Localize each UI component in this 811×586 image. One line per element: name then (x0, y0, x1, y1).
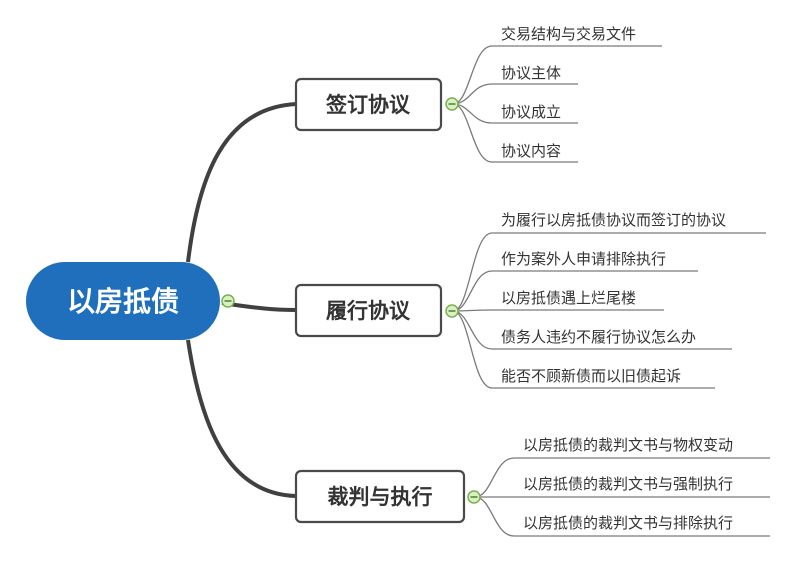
leaf-topic[interactable]: 以房抵债遇上烂尾楼 (501, 289, 636, 307)
leaf-connector (452, 310, 715, 389)
leaf-topic[interactable]: 能否不顾新债而以旧债起诉 (501, 367, 681, 385)
branch-topic-3[interactable]: 裁判与执行 (294, 469, 466, 524)
leaf-topic[interactable]: 以房抵债的裁判文书与强制执行 (523, 475, 733, 493)
branch-topic-label: 裁判与执行 (328, 485, 433, 509)
leaf-topic[interactable]: 协议主体 (501, 64, 561, 82)
branch-topic-2[interactable]: 履行协议 (294, 283, 443, 338)
branch-topic-1[interactable]: 签订协议 (294, 77, 443, 132)
connector-branch-1 (186, 102, 297, 263)
leaf-topic[interactable]: 协议成立 (501, 103, 561, 121)
central-topic-label: 以房抵债 (67, 285, 179, 318)
collapse-minus-icon[interactable] (467, 490, 481, 504)
branch-topic-label: 签订协议 (325, 93, 411, 117)
leaf-topic[interactable]: 交易结构与交易文件 (501, 25, 636, 43)
leaf-connector (452, 103, 578, 163)
branch-topic-label: 履行协议 (326, 299, 411, 323)
collapse-minus-icon[interactable] (445, 304, 459, 318)
leaf-connector (452, 309, 664, 312)
connector-branch-3 (186, 339, 297, 498)
collapse-minus-icon[interactable] (221, 294, 235, 308)
leaf-topic[interactable]: 为履行以房抵债协议而签订的协议 (501, 211, 726, 229)
leaf-connector (452, 83, 578, 105)
leaf-connector (452, 45, 662, 105)
leaf-topic[interactable]: 债务人违约不履行协议怎么办 (501, 328, 696, 346)
leaf-connector (452, 232, 766, 312)
collapse-minus-icon[interactable] (445, 97, 459, 111)
leaf-topic[interactable]: 协议内容 (501, 142, 561, 160)
leaf-labels: 交易结构与交易文件 协议主体 协议成立 协议内容 为履行以房抵债协议而签订的协议… (501, 25, 733, 532)
central-topic[interactable]: 以房抵债 (26, 262, 220, 340)
leaf-topic[interactable]: 以房抵债的裁判文书与物权变动 (523, 436, 733, 454)
leaf-topic[interactable]: 以房抵债的裁判文书与排除执行 (523, 514, 733, 532)
leaf-topic[interactable]: 作为案外人申请排除执行 (501, 250, 666, 268)
